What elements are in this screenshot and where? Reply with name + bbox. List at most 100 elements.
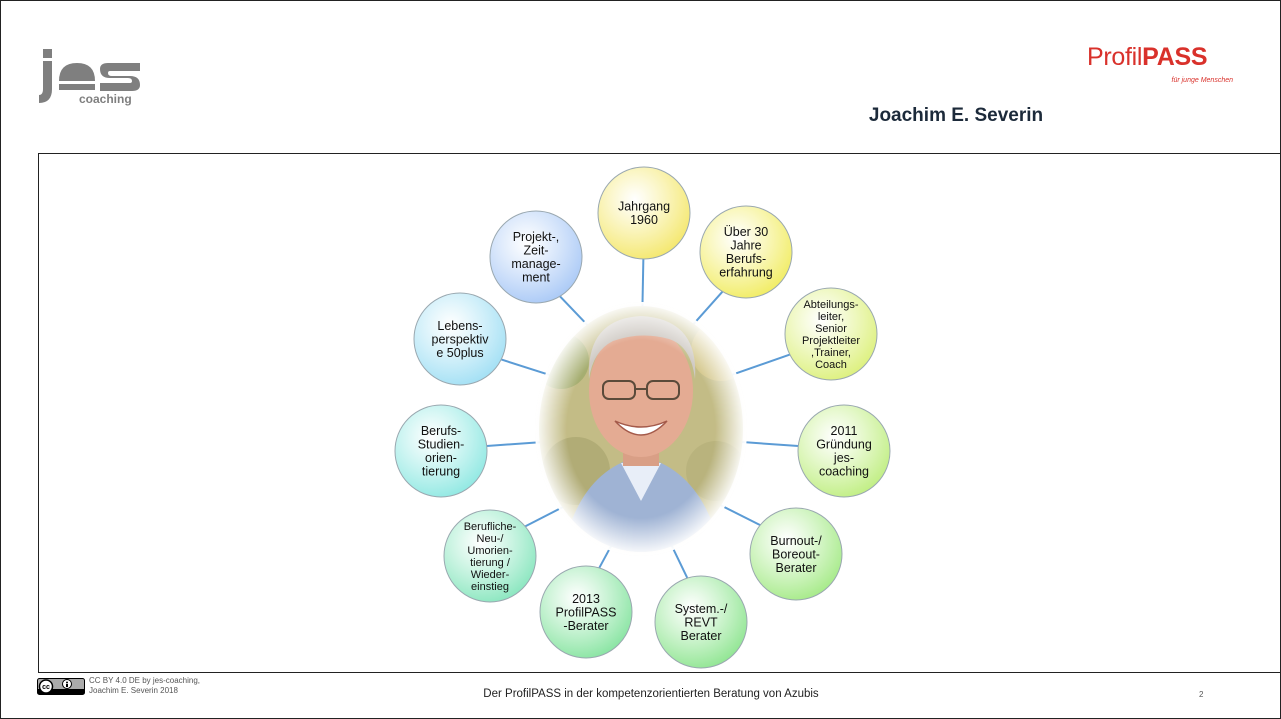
connector-line (740, 440, 799, 448)
diagram-node-label-line: Coach (815, 359, 847, 371)
diagram-node-circle (443, 509, 537, 603)
diagram-node-label-line: Gründung (816, 438, 872, 452)
diagram-node-label-line: Über 30 (724, 225, 769, 239)
diagram-node-label-line: jes- (833, 451, 854, 465)
license-line-1: CC BY 4.0 DE by jes-coaching, (89, 676, 201, 685)
diagram-node-label-line: 1960 (630, 213, 658, 227)
diagram-node-label: Berufliche-Neu-/Umorien-tierung /Wieder-… (464, 521, 517, 593)
diagram-node-label-line: Projekt-, (513, 230, 560, 244)
diagram-node-label-line: tierung (422, 465, 460, 479)
diagram-node-label-line: Lebens- (437, 319, 482, 333)
diagram-node-circle (394, 404, 488, 498)
diagram-node-label-line: Umorien- (467, 545, 513, 557)
connector-line (730, 353, 791, 377)
diagram-node-label-line: Jahre (730, 239, 761, 253)
diagram-node-circle (699, 205, 793, 299)
connector-line (641, 258, 645, 310)
diagram-node-circle (597, 166, 691, 260)
diagram-node-label-line: leiter, (818, 311, 844, 323)
diagram-node-label-line: Berater (681, 629, 722, 643)
connector-line (486, 441, 542, 447)
diagram-node-label-line: erfahrung (719, 266, 773, 280)
diagram-node-circle (797, 404, 891, 498)
license-line-2: Joachim E. Severin 2018 (89, 686, 178, 695)
diagram-node-label-line: ProfilPASS (556, 605, 617, 619)
profilpass-logo-bold: PASS (1142, 43, 1208, 71)
diagram-node-circle (489, 210, 583, 304)
diagram-node-label-line: orien- (425, 451, 457, 465)
diagram-node-circle (413, 292, 507, 386)
connector-line (718, 503, 761, 527)
profilpass-logo-main: Profil (1087, 43, 1143, 71)
connector-line (500, 358, 552, 377)
diagram-node: Berufs-Studien-orien-tierung (394, 404, 488, 498)
diagram-node-label: Projekt-,Zeit-manage-ment (511, 230, 560, 285)
diagram-node-label-line: ,Trainer, (811, 347, 851, 359)
diagram-node-label-line: einstieg (471, 581, 509, 593)
diagram-node-label-line: Berufs- (421, 424, 461, 438)
diagram-node-circle (784, 287, 878, 381)
diagram-node-label-line: perspektiv (432, 332, 490, 346)
diagram-node-label-line: e 50plus (436, 346, 483, 360)
diagram-node-circle (749, 507, 843, 601)
diagram-node-label-line: Berufs- (726, 252, 766, 266)
diagram-node-label-line: Abteilungs- (803, 299, 858, 311)
profilpass-logo-tagline: für junge Menschen (1171, 77, 1233, 84)
license-text: CC BY 4.0 DE by jes-coaching, Joachim E.… (89, 676, 239, 696)
diagram-node-label-line: REVT (684, 615, 718, 629)
connector-line (559, 295, 590, 328)
diagram-node-label-line: coaching (819, 465, 869, 479)
footer-title: Der ProfilPASS in der kompetenzorientier… (483, 688, 819, 700)
diagram-node-label-line: Neu-/ (477, 533, 505, 545)
diagram-node-label-line: 2013 (572, 592, 600, 606)
diagram-node-label-line: Jahrgang (618, 200, 670, 214)
profilpass-logo: ProfilPASS für junge Menschen (1087, 43, 1237, 89)
diagram-node: Berufliche-Neu-/Umorien-tierung /Wieder-… (443, 509, 537, 603)
diagram-node-label-line: Berufliche- (464, 521, 517, 533)
diagram-node-label-line: Boreout- (772, 547, 820, 561)
connector-line (691, 290, 724, 327)
logo-sub-text: coaching (79, 92, 132, 106)
presenter-name: Joachim E. Severin (868, 105, 1044, 126)
diagram-node-label-line: Wieder- (471, 569, 510, 581)
content-frame (38, 153, 1280, 673)
diagram-node-label-line: Zeit- (524, 244, 549, 258)
diagram-node-circle (539, 565, 633, 659)
diagram-node-label-line: -Berater (563, 619, 608, 633)
page-number: 2 (1199, 690, 1204, 699)
diagram-node-label-line: Senior (815, 323, 847, 335)
diagram-node-circle (654, 575, 748, 669)
diagram-node: Burnout-/Boreout-Berater (749, 507, 843, 601)
jes-coaching-logo: coaching (39, 49, 140, 106)
cc-license-icon: cc (37, 678, 85, 695)
diagram-node-label-line: Projektleiter (802, 335, 860, 347)
portrait-photo (535, 302, 747, 556)
diagram-node-label-line: 2011 (831, 424, 858, 438)
connector-line (524, 505, 565, 528)
diagram-node-label-line: Burnout-/ (770, 534, 822, 548)
diagram-node-label-line: System.-/ (675, 602, 728, 616)
diagram-node-label: Burnout-/Boreout-Berater (770, 534, 822, 575)
diagram-node-label-line: Berater (776, 561, 817, 575)
diagram-node-label: Berufs-Studien-orien-tierung (418, 424, 465, 479)
diagram-node-label-line: Studien- (418, 438, 465, 452)
diagram-node-label-line: manage- (511, 257, 560, 271)
diagram-node: Projekt-,Zeit-manage-ment (489, 210, 583, 304)
diagram-node-label-line: tierung / (470, 557, 511, 569)
